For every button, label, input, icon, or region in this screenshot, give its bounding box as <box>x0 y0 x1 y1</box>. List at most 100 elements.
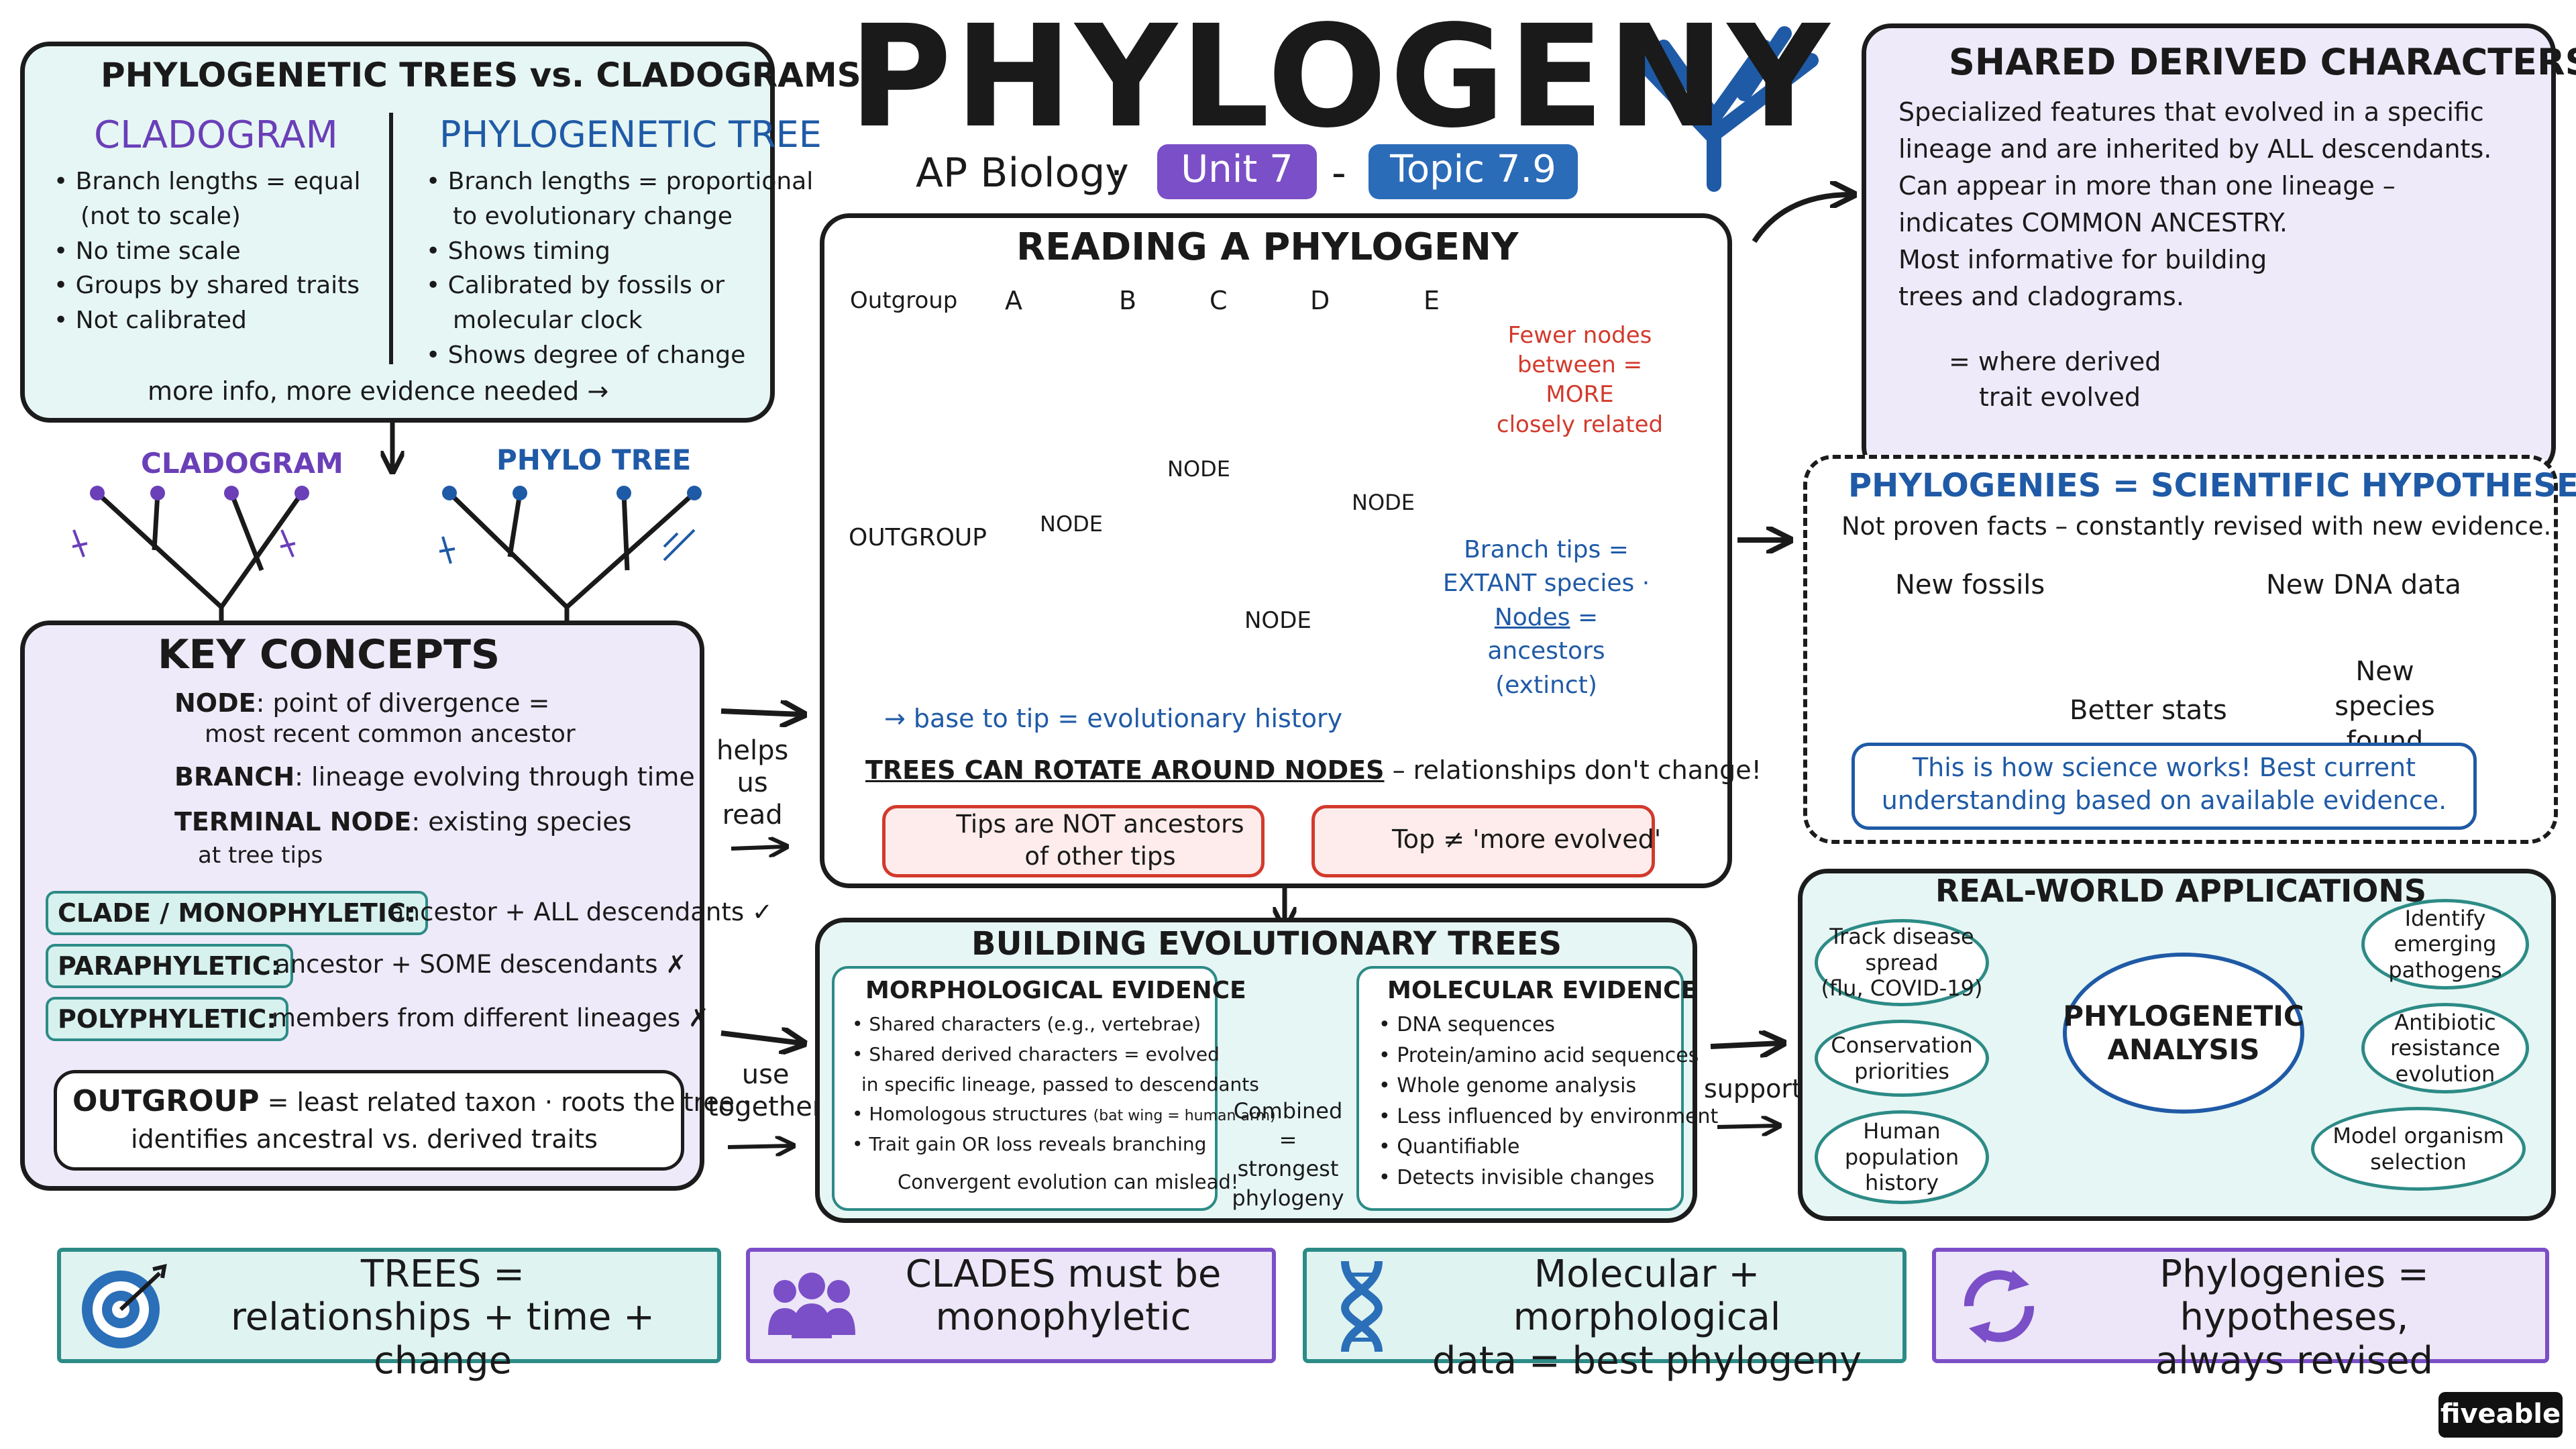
banner-clades-text: CLADES must be monophyletic <box>865 1252 1261 1340</box>
topic-badge: Topic 7.9 <box>1368 144 1578 199</box>
us-word: us <box>737 767 768 798</box>
reading-heading: READING A PHYLOGENY <box>1016 225 1519 269</box>
legend-line: = where derived <box>1949 347 2161 376</box>
to-shared-derived-arrow <box>1752 195 1851 244</box>
terminal-def-text: : existing species <box>411 807 632 837</box>
app-line: spread <box>1865 949 1939 975</box>
molecular-list: • DNA sequences • Protein/amino acid seq… <box>1379 1010 1718 1193</box>
legend-line: trait evolved <box>1979 382 2141 413</box>
hypotheses-subtitle: Not proven facts – constantly revised wi… <box>1841 512 2552 541</box>
banner-line-1: CLADES must be <box>905 1252 1222 1296</box>
blue-cloud-line: (extinct) <box>1495 671 1597 699</box>
mol-item: • Whole genome analysis <box>1379 1074 1637 1098</box>
app-line: population <box>1844 1144 1960 1170</box>
shared-derived-heading: SHARED DERIVED CHARACTERS <box>1949 41 2576 83</box>
blue-cloud-line: Branch tips = <box>1464 536 1629 564</box>
app-line: emerging <box>2394 931 2497 957</box>
unit-badge: Unit 7 <box>1157 144 1317 199</box>
cladogram-item: • Not calibrated <box>54 307 247 335</box>
paraphyletic-tag: PARAPHYLETIC: <box>46 944 293 988</box>
morph-item: • Shared derived characters = evolved <box>852 1042 1220 1065</box>
phylo-item: • Shows timing <box>426 237 610 265</box>
cycle-new-dna: New DNA data <box>2266 570 2461 600</box>
cladogram-item: • Groups by shared traits <box>54 272 360 300</box>
base-to-tip-note: → base to tip = evolutionary history <box>884 704 1343 733</box>
blue-cloud-line: Nodes = ancestors <box>1436 601 1657 669</box>
use-together-arrow-2 <box>727 1146 792 1147</box>
banner-hypotheses <box>1932 1248 2549 1363</box>
phylo-item: molecular clock <box>453 307 643 335</box>
tip-label-b: B <box>1119 286 1137 315</box>
tip-label-a: A <box>1005 286 1022 315</box>
phylo-list: • Branch lengths = proportional to evolu… <box>426 164 813 373</box>
helps-word: helps <box>716 735 789 766</box>
mol-item: • Protein/amino acid sequences <box>1379 1043 1699 1067</box>
blue-cloud-line: EXTANT species · <box>1442 570 1650 598</box>
key-concepts-heading: KEY CONCEPTS <box>158 631 500 678</box>
cladogram-title: CLADOGRAM <box>94 113 338 157</box>
mol-item: • DNA sequences <box>1379 1013 1556 1036</box>
mini-phylo-tips <box>442 486 702 500</box>
app-line: Track disease <box>1829 924 1974 950</box>
warning-box-2 <box>1311 805 1655 877</box>
mini-cladogram-ticks <box>72 529 296 557</box>
shared-line: lineage and are inherited by ALL descend… <box>1898 134 2492 164</box>
paraphyletic-definition: ancestor + SOME descendants ✗ <box>275 950 687 979</box>
shared-line: indicates COMMON ANCESTRY. <box>1898 208 2288 238</box>
morph-item: in specific lineage, passed to descendan… <box>861 1073 1259 1095</box>
shared-derived-text: Specialized features that evolved in a s… <box>1898 94 2491 316</box>
helps-us-read-arrow-2 <box>731 847 785 849</box>
red-cloud-line: between = MORE <box>1517 352 1643 409</box>
phylogenetic-analysis-hub: PHYLOGENETIC ANALYSIS <box>2063 953 2304 1114</box>
nodes-word: Nodes <box>1494 603 1570 631</box>
fiveable-logo[interactable]: fiveable <box>2438 1392 2563 1438</box>
node-label-4: NODE <box>1352 490 1415 515</box>
red-cloud-line: closely related <box>1496 411 1664 438</box>
morphological-list: • Shared characters (e.g., vertebrae) • … <box>852 1010 1276 1160</box>
tip-label-c: C <box>1210 286 1228 315</box>
app-line: selection <box>2370 1148 2467 1175</box>
app-line: Conservation <box>1831 1032 1973 1059</box>
morph-homolog-note: (bat wing = human arm) <box>1093 1108 1276 1125</box>
outgroup-definition-2: identifies ancestral vs. derived traits <box>131 1124 598 1154</box>
star-legend-text: = where derived trait evolved <box>1949 344 2161 415</box>
mol-item: • Less influenced by environment <box>1379 1104 1719 1128</box>
banner-line-2: always revised <box>2155 1338 2434 1383</box>
cycle-species-line: New species <box>2334 656 2435 722</box>
node-label-3: NODE <box>1244 607 1311 634</box>
tip-label-d: D <box>1310 286 1330 315</box>
branch-def-text: : lineage evolving through time <box>294 762 695 792</box>
cycle-better-stats: Better stats <box>2070 695 2227 726</box>
cycle-icon <box>1964 1270 2035 1343</box>
mini-phylo-label: PHYLO TREE <box>496 443 692 476</box>
warning-text-1: Tips are NOT ancestors of other tips <box>953 808 1248 873</box>
clade-tag: CLADE / MONOPHYLETIC: <box>46 891 429 935</box>
app-line: (flu, COVID-19) <box>1821 975 1983 1002</box>
title-dash: - <box>1332 150 1346 197</box>
rotate-strong: TREES CAN ROTATE AROUND NODES <box>865 755 1385 785</box>
node-def-text: : point of divergence = <box>256 688 550 718</box>
science-note-line: This is how science works! Best current <box>1912 753 2416 782</box>
cladogram-item: • Branch lengths = equal <box>54 168 361 195</box>
banner-line-1: Phylogenies = hypotheses, <box>2159 1252 2429 1340</box>
app-line: Identify <box>2404 905 2486 931</box>
banner-hypotheses-text: Phylogenies = hypotheses, always revised <box>2053 1252 2536 1383</box>
outgroup-definition: OUTGROUP = least related taxon · roots t… <box>72 1083 751 1120</box>
trees-vs-footer: more info, more evidence needed → <box>148 376 609 406</box>
morph-homolog: • Homologous structures <box>852 1103 1087 1126</box>
phylo-item: • Branch lengths = proportional <box>426 168 814 195</box>
supports-arrow-2 <box>1717 1126 1778 1127</box>
outgroup-term: OUTGROUP <box>72 1084 260 1118</box>
together-word: together <box>708 1091 824 1122</box>
phylo-item: • Shows degree of change <box>426 341 746 370</box>
supports-label: supports <box>1704 1074 1815 1104</box>
trees-vs-heading: PHYLOGENETIC TREES vs. CLADOGRAMS <box>101 56 861 95</box>
terminal-term: TERMINAL NODE <box>174 807 412 837</box>
shared-line: Can appear in more than one lineage – <box>1898 171 2396 201</box>
morphological-box <box>832 966 1218 1211</box>
